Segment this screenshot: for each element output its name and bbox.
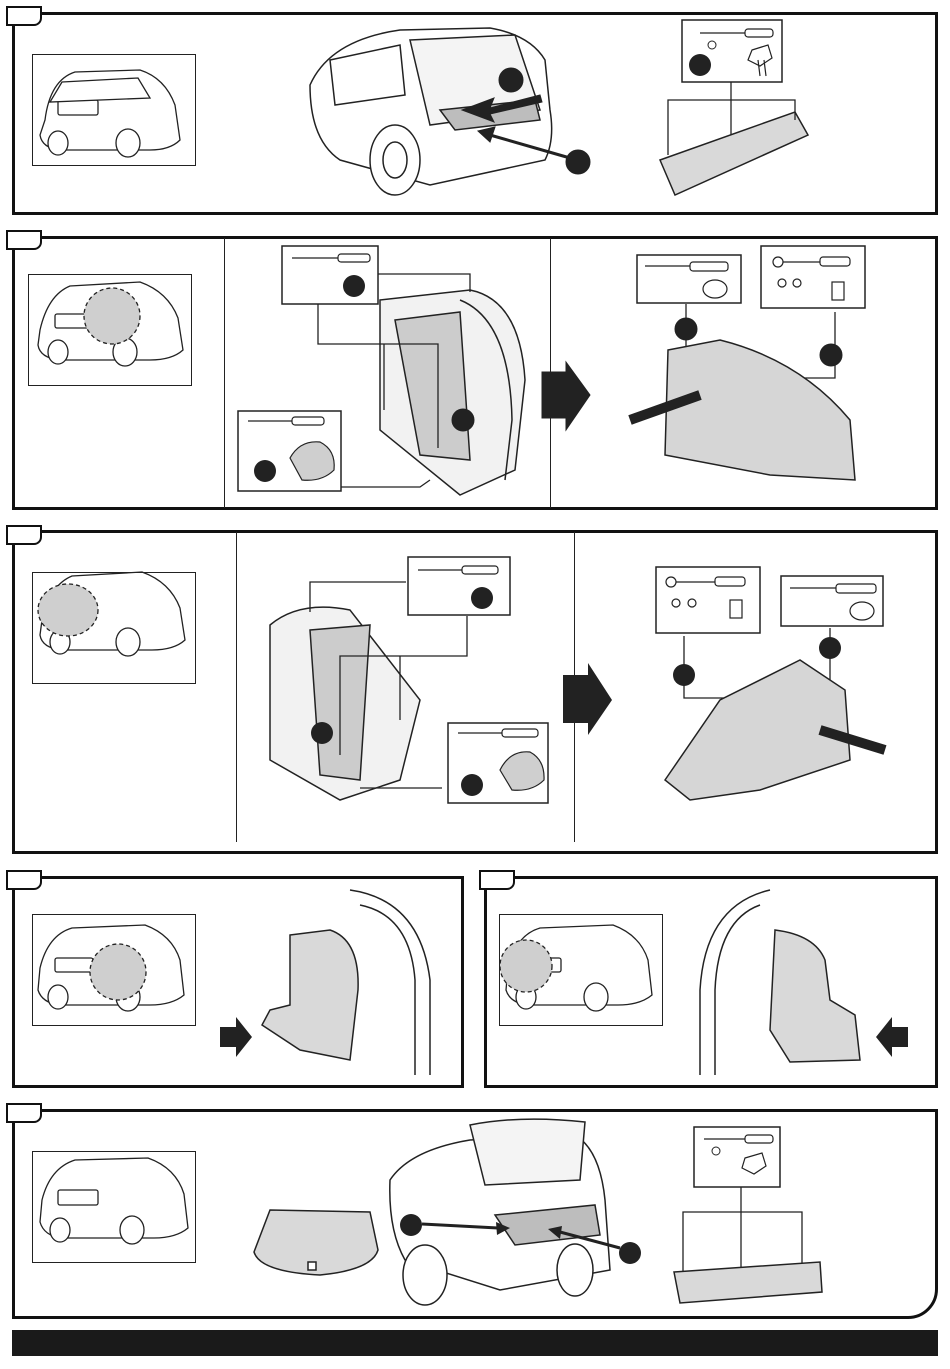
- step-4b-thumbnail: [499, 914, 663, 1026]
- step-3-number-box: [6, 525, 42, 545]
- step-1-callout-b: [566, 150, 590, 174]
- step-3-divider-left: [236, 532, 237, 842]
- phillips-head-icon: [708, 41, 716, 49]
- hatchback-rear-view-icon: [40, 70, 180, 157]
- step-3-divider-right: [574, 532, 575, 842]
- footer-bar: [12, 1330, 938, 1356]
- step-5-number-box: [6, 1103, 42, 1123]
- step-1-callout-a: [499, 68, 523, 92]
- step-4a-number-box: [6, 870, 42, 890]
- step-4b-number-box: [479, 870, 515, 890]
- step-1-tools: [660, 20, 808, 195]
- step-1-tool-callout: [689, 54, 711, 76]
- cargo-floor-panel-icon: [660, 112, 808, 195]
- step-3-thumbnail: [32, 572, 196, 684]
- hatchback-open-boot-illustration: [310, 28, 552, 195]
- step-5-thumbnail: [32, 1151, 196, 1263]
- step-2-divider-left: [224, 238, 225, 508]
- step-2-number-box: [6, 230, 42, 250]
- step-2-divider-right: [550, 238, 551, 508]
- step-2-thumbnail: [28, 274, 192, 386]
- step-4a-thumbnail: [32, 914, 196, 1026]
